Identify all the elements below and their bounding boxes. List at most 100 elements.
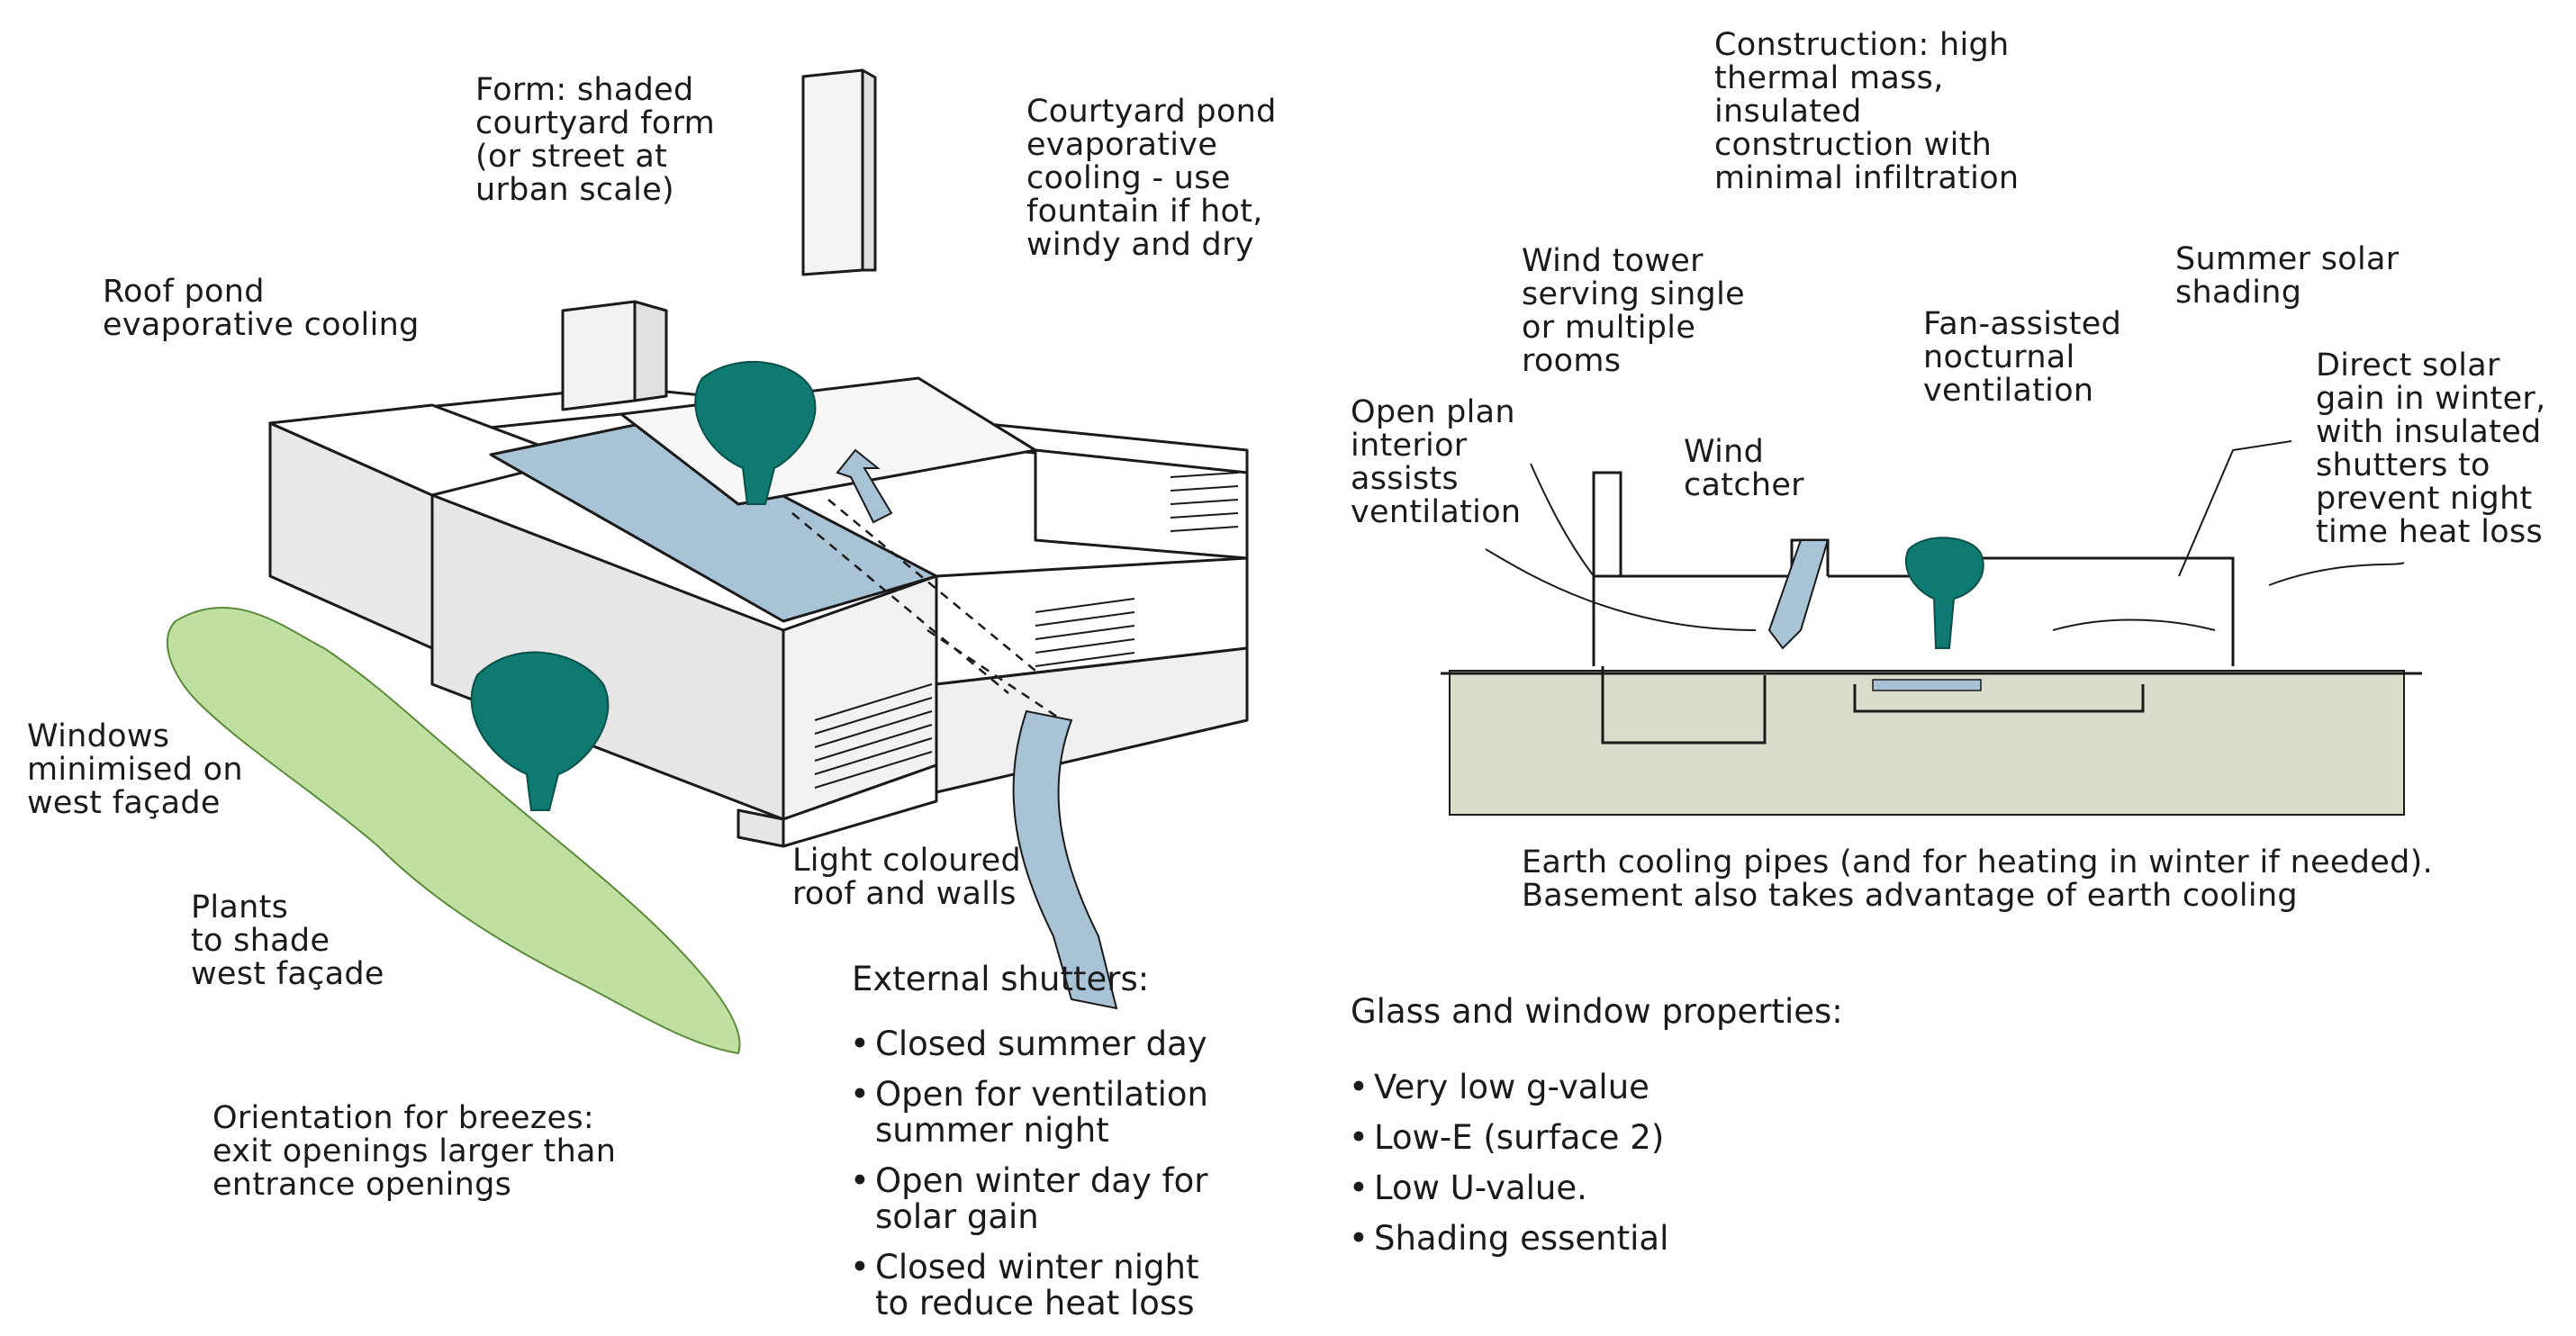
item-line: Shading essential (1374, 1219, 1669, 1258)
list-item: Closed summer day (846, 1025, 1208, 1063)
label-line: Windows (27, 718, 170, 754)
shutters-heading: External shutters: (852, 960, 1150, 998)
courtyard-building (268, 68, 1249, 848)
label-windows: Windows minimised on west façade (27, 720, 243, 820)
palm-trees (470, 360, 817, 811)
label-line: nocturnal (1923, 339, 2075, 375)
item-line: to reduce heat loss (875, 1284, 1195, 1322)
list-item: Open winter day for solar gain (846, 1163, 1208, 1235)
label-line: Construction: high (1714, 27, 2010, 63)
label-line: Orientation for breezes: (212, 1100, 595, 1136)
label-orientation: Orientation for breezes: exit openings l… (212, 1102, 616, 1202)
label-line: Open plan (1351, 394, 1515, 430)
label-line: ventilation (1351, 494, 1522, 530)
label-construction: Construction: high thermal mass, insulat… (1714, 29, 2019, 195)
courtyard-arrow (836, 448, 893, 524)
label-line: Fan-assisted (1923, 306, 2122, 342)
item-line: solar gain (875, 1197, 1039, 1236)
label-line: with insulated (2316, 414, 2542, 450)
label-line: prevent night (2316, 481, 2533, 517)
label-line: time heat loss (2316, 514, 2544, 550)
label-wind-catcher: Wind catcher (1684, 436, 1804, 502)
label-line: assists (1351, 461, 1459, 497)
item-line: Low U-value. (1374, 1169, 1587, 1207)
list-item: Shading essential (1345, 1219, 1669, 1258)
label-form: Form: shaded courtyard form (or street a… (475, 74, 715, 207)
label-line: rooms (1522, 343, 1622, 379)
plants (167, 606, 741, 1055)
louvres (814, 472, 1239, 789)
item-line: Low-E (surface 2) (1374, 1118, 1665, 1157)
label-line: Roof pond (103, 274, 265, 310)
glass-heading: Glass and window properties: (1351, 992, 1843, 1031)
label-line: Direct solar (2316, 348, 2500, 384)
label-line: to shade (191, 923, 330, 959)
label-line: thermal mass, (1714, 60, 1944, 96)
list-item: Open for ventilation summer night (846, 1077, 1208, 1149)
item-line: Very low g-value (1374, 1068, 1650, 1106)
label-line: serving single (1522, 276, 1745, 312)
item-line: Open for ventilation (875, 1075, 1208, 1114)
label-line: evaporative cooling (103, 307, 420, 343)
label-line: entrance openings (212, 1167, 512, 1203)
label-line: west façade (27, 785, 221, 821)
label-line: exit openings larger than (212, 1133, 617, 1169)
label-summer-shading: Summer solar shading (2175, 243, 2399, 310)
label-line: Summer solar (2175, 241, 2400, 277)
ground (1449, 670, 2405, 816)
label-line: Courtyard pond (1026, 94, 1277, 130)
label-line: shading (2175, 275, 2302, 311)
label-line: fountain if hot, (1026, 194, 1263, 230)
label-line: gain in winter, (2316, 381, 2546, 417)
label-open-plan: Open plan interior assists ventilation (1351, 396, 1521, 529)
label-line: insulated (1714, 94, 1862, 130)
item-line: Open winter day for (875, 1161, 1208, 1200)
glass-list: Very low g-value Low-E (surface 2) Low U… (1345, 1070, 1668, 1271)
label-line: Basement also takes advantage of earth c… (1522, 878, 2298, 914)
label-roof-pond: Roof pond evaporative cooling (103, 275, 420, 342)
label-line: Light coloured (792, 843, 1022, 879)
label-wind-tower: Wind tower serving single or multiple ro… (1522, 245, 1745, 378)
label-plants: Plants to shade west façade (191, 891, 384, 991)
shutters-list: Closed summer day Open for ventilation s… (846, 1026, 1208, 1336)
label-line: Form: shaded (475, 72, 694, 108)
wind-catcher-arrow (1767, 539, 1830, 650)
label-line: windy and dry (1026, 227, 1254, 263)
label-line: urban scale) (475, 172, 674, 208)
label-line: minimised on (27, 752, 243, 788)
label-line: Wind tower (1522, 243, 1704, 279)
label-line: evaporative (1026, 127, 1218, 163)
label-line: cooling - use (1026, 160, 1231, 196)
list-item: Closed winter night to reduce heat loss (846, 1250, 1208, 1322)
earth-pipe (1872, 679, 1982, 691)
list-item: Very low g-value (1345, 1070, 1668, 1106)
item-line: Closed summer day (875, 1025, 1207, 1063)
duct-lines (791, 499, 1063, 722)
airflow-arrow (1012, 709, 1118, 1010)
label-line: catcher (1684, 467, 1804, 503)
label-earth-cooling: Earth cooling pipes (and for heating in … (1522, 846, 2433, 913)
label-line: construction with (1714, 127, 1993, 163)
label-line: shutters to (2316, 447, 2490, 483)
list-item: Low U-value. (1345, 1169, 1668, 1207)
palm-section (1904, 537, 1984, 649)
label-line: (or street at (475, 139, 668, 175)
list-item: Low-E (surface 2) (1345, 1118, 1668, 1157)
item-line: summer night (875, 1111, 1109, 1150)
label-direct-solar: Direct solar gain in winter, with insula… (2316, 349, 2546, 549)
label-courtyard-pond: Courtyard pond evaporative cooling - use… (1026, 95, 1277, 262)
label-line: roof and walls (792, 876, 1017, 912)
label-line: minimal infiltration (1714, 160, 2020, 196)
item-line: Closed winter night (875, 1248, 1199, 1286)
label-line: west façade (191, 956, 384, 992)
label-line: interior (1351, 428, 1468, 464)
label-line: or multiple (1522, 310, 1696, 346)
label-line: Plants (191, 889, 289, 925)
label-line: Earth cooling pipes (and for heating in … (1522, 844, 2433, 880)
label-line: courtyard form (475, 105, 716, 141)
label-fan-assisted: Fan-assisted nocturnal ventilation (1923, 308, 2121, 408)
leader-lines (1485, 440, 2405, 631)
label-line: ventilation (1923, 373, 2094, 409)
label-line: Wind (1684, 434, 1765, 470)
